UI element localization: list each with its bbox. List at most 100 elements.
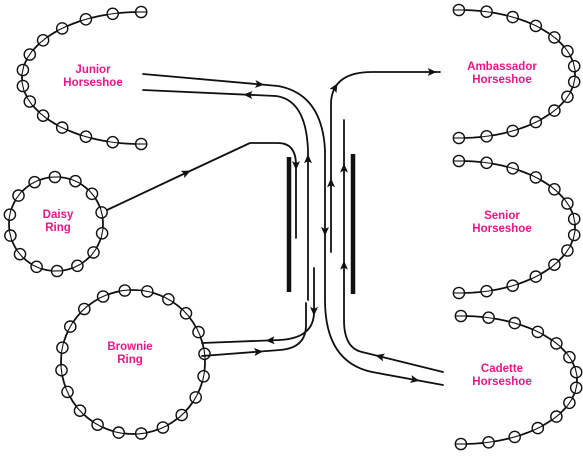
brownie-ring-member-14-bar — [97, 293, 109, 300]
cadette-horseshoe-member-2-bar — [482, 316, 495, 320]
senior-horseshoe-member-13-bar — [480, 289, 493, 293]
daisy-ring-member-10-bar — [29, 179, 40, 186]
brownie-ring-member-1-bar — [201, 370, 206, 382]
junior-horseshoe-member-8-bar — [21, 80, 25, 92]
brownie-label-line2: Ring — [117, 354, 143, 366]
ambassador-horseshoe-member-9 — [561, 90, 574, 104]
cadette-horseshoe-member-5 — [550, 337, 563, 350]
path-junior-out-arrowhead-2 — [321, 227, 329, 236]
path-cadette-in-arrowhead-3 — [340, 163, 348, 173]
cadette-horseshoe-member-9-bar — [565, 397, 574, 408]
senior-horseshoe-member-5-bar — [549, 185, 560, 194]
path-ambassador-arrowhead-1 — [327, 178, 335, 188]
brownie-ring-member-20-bar — [203, 348, 206, 360]
senior-horseshoe-member-13 — [480, 284, 493, 298]
brownie-ring-member-16-bar — [141, 289, 153, 294]
junior-horseshoe-member-1 — [134, 5, 148, 19]
ambassador-horseshoe-member-14 — [452, 131, 466, 145]
path-ambassador-arrowhead-2 — [329, 83, 338, 94]
junior-label-line1: Junior — [75, 64, 111, 76]
brownie-ring-member-8 — [73, 404, 87, 418]
cadette-horseshoe-member-10-bar — [551, 412, 562, 421]
junior-horseshoe-member-8 — [16, 79, 30, 93]
junior-horseshoe-member-7 — [16, 63, 30, 77]
path-cadette-in-arrowhead-2 — [340, 260, 348, 270]
senior-horseshoe-member-9-bar — [563, 245, 571, 256]
junior-horseshoe-member-4-bar — [56, 25, 68, 32]
brownie-ring-member-10 — [55, 363, 68, 377]
senior-horseshoe — [452, 154, 581, 300]
brownie-ring-member-19-bar — [195, 326, 202, 338]
path-brownie-out — [201, 302, 307, 357]
senior-horseshoe-member-11 — [529, 270, 543, 283]
cadette-horseshoe-member-1 — [454, 309, 468, 323]
daisy-ring-member-5 — [30, 260, 43, 274]
senior-horseshoe-member-4 — [529, 171, 543, 184]
brownie-ring-member-2-bar — [192, 392, 199, 403]
cadette-horseshoe-member-2 — [482, 311, 495, 325]
junior-horseshoe-member-12 — [79, 130, 93, 143]
brownie-ring-member-4-bar — [157, 424, 169, 431]
senior-horseshoe-member-2 — [480, 156, 493, 170]
path-brownie-out-arrowhead-1 — [253, 348, 264, 356]
brownie-ring-member-18-bar — [181, 308, 191, 318]
senior-horseshoe-member-1 — [452, 154, 466, 168]
daisy-ring-member-7-bar — [8, 229, 13, 242]
cadette-horseshoe-member-13-bar — [482, 440, 495, 444]
cadette-horseshoe-member-5-bar — [551, 339, 562, 348]
ambassador-horseshoe-member-7 — [567, 59, 581, 73]
daisy-label-line1: Daisy — [43, 209, 74, 221]
senior-horseshoe-member-12-bar — [507, 283, 519, 288]
senior-horseshoe-member-2-bar — [480, 161, 493, 165]
brownie-ring-member-6 — [112, 426, 125, 439]
senior-label-line2: Horseshoe — [472, 223, 531, 235]
cadette-horseshoe-member-6-bar — [565, 352, 574, 363]
daisy-ring-member-2-bar — [89, 247, 98, 258]
junior-horseshoe-member-12-bar — [80, 134, 92, 139]
brownie-ring-member-2 — [189, 391, 202, 404]
daisy-ring-member-13 — [85, 187, 99, 201]
ambassador-horseshoe-member-6-bar — [563, 46, 572, 57]
junior-horseshoe-member-3 — [79, 12, 93, 26]
senior-horseshoe-member-8-bar — [572, 229, 576, 241]
cadette-horseshoe-member-11 — [531, 421, 545, 435]
brownie-ring-member-7-bar — [92, 421, 103, 428]
ambassador-horseshoe-member-10 — [548, 104, 561, 117]
junior-horseshoe-member-9-bar — [26, 96, 34, 107]
brownie-ring-member-3 — [175, 408, 188, 422]
brownie-ring-member-9-bar — [64, 386, 71, 398]
junior-horseshoe-member-6 — [23, 48, 37, 61]
cadette-horseshoe-member-7 — [569, 365, 583, 379]
ambassador-horseshoe-member-10-bar — [549, 106, 560, 115]
senior-horseshoe-member-7-bar — [572, 213, 576, 225]
ambassador-horseshoe-member-13-bar — [480, 134, 493, 138]
cadette-horseshoe-member-3-bar — [509, 321, 521, 326]
brownie-ring-member-11 — [56, 341, 69, 355]
path-daisy-arrowhead-1 — [180, 170, 191, 179]
junior-horseshoe-member-7-bar — [21, 64, 25, 76]
ambassador-horseshoe-member-13 — [480, 129, 493, 143]
junior-horseshoe-member-10 — [36, 109, 50, 122]
senior-horseshoe-member-5 — [548, 182, 561, 196]
cadette-horseshoe-member-9 — [563, 396, 576, 410]
brownie-ring-member-5 — [134, 427, 148, 440]
ambassador-label-line2: Horseshoe — [472, 74, 531, 86]
brownie-ring-member-13-bar — [79, 304, 89, 314]
junior-horseshoe — [16, 5, 148, 151]
brownie-ring-member-12-bar — [67, 321, 74, 332]
senior-horseshoe-member-11-bar — [530, 273, 542, 280]
ambassador-horseshoe-member-12 — [506, 124, 520, 138]
senior-horseshoe-member-10 — [548, 258, 561, 272]
daisy-ring-member-12 — [69, 174, 82, 188]
daisy-ring-member-8 — [3, 208, 17, 221]
daisy-ring-member-1-bar — [100, 227, 104, 239]
brownie-ring-member-10-bar — [60, 364, 63, 376]
junior-horseshoe-member-2 — [106, 7, 119, 21]
ambassador-horseshoe-member-2 — [480, 5, 493, 18]
ambassador-horseshoe-member-7-bar — [572, 60, 576, 72]
brownie-ring-member-7 — [91, 418, 104, 432]
ambassador-horseshoe-member-8-bar — [572, 76, 576, 88]
brownie-ring-member-8-bar — [75, 406, 85, 416]
